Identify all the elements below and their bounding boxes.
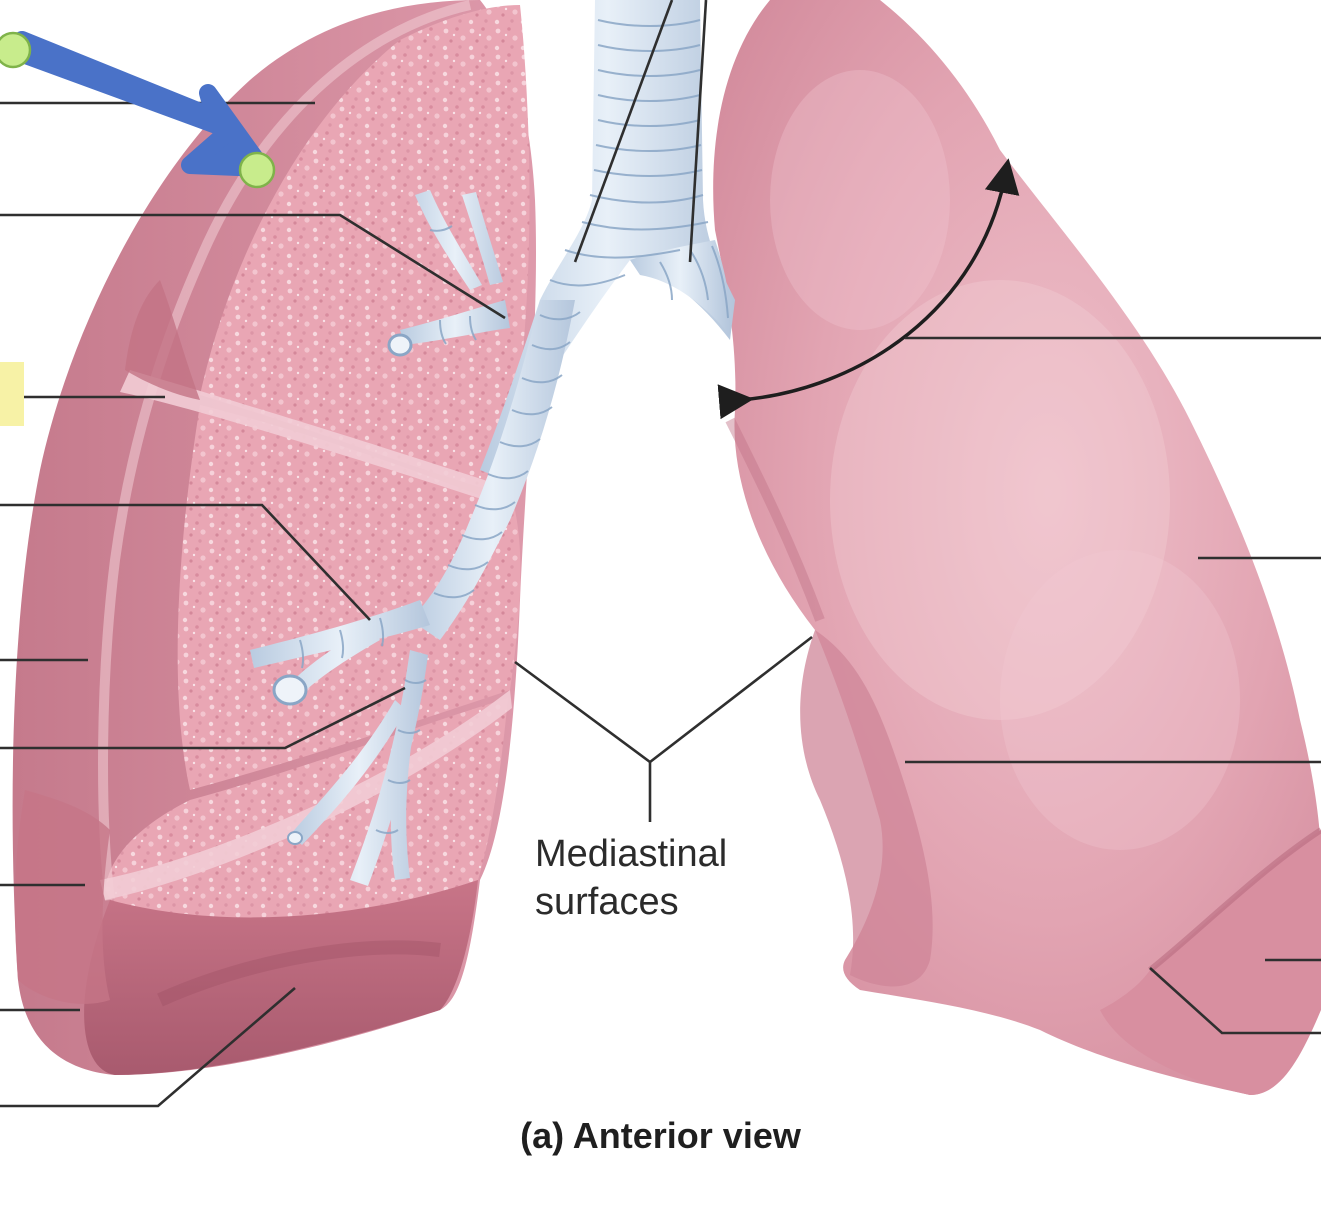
blue-arrow-icon — [3, 31, 271, 177]
upper-bronchus-branch — [400, 190, 510, 345]
figure-caption: (a) Anterior view — [520, 1115, 801, 1156]
leader-superior-lobar-bronchus — [0, 213, 506, 320]
right-lung-horizontal-fissure — [120, 370, 500, 505]
right-lung-oblique-fissure — [100, 690, 512, 900]
leader-base-left — [1149, 967, 1321, 1035]
bronchus-opening-upper — [387, 333, 413, 357]
bronchus-opening-lower — [287, 831, 303, 845]
mediastinal-label-line2: surfaces — [535, 881, 679, 923]
leader-lines — [0, 0, 1321, 1108]
right-main-bronchus — [410, 300, 575, 640]
leader-inferior-lobar-bronchus — [0, 686, 406, 750]
lower-bronchus-branch — [290, 650, 428, 886]
left-lung — [713, 0, 1321, 1095]
leader-trachea — [573, 0, 674, 263]
left-main-bronchus — [630, 240, 731, 335]
left-lung-lower-corner — [1100, 830, 1321, 1095]
leader-base — [0, 987, 296, 1108]
airway — [250, 0, 735, 886]
right-lung — [12, 0, 537, 1075]
middle-bronchus-branch — [250, 600, 430, 698]
leader-middle-lobar-bronchus — [0, 503, 371, 621]
green-circle-handle-icon[interactable] — [238, 151, 276, 189]
mediastinal-bracket — [514, 635, 813, 764]
right-lung-base — [84, 880, 478, 1075]
right-lung-upper-lobe-cut — [200, 5, 530, 490]
annotation-overlay — [0, 31, 276, 426]
yellow-highlight-icon — [0, 362, 24, 426]
green-circle-handle-icon[interactable] — [0, 31, 32, 69]
mediastinal-surfaces-label: Mediastinal surfaces — [535, 830, 727, 926]
cardiac-notch-arrow — [717, 158, 1020, 420]
cartilage-rings — [299, 19, 729, 834]
leader-left-main-bronchus — [688, 0, 708, 263]
mediastinal-label-line1: Mediastinal — [535, 833, 728, 875]
bronchus-opening-middle — [272, 674, 308, 706]
